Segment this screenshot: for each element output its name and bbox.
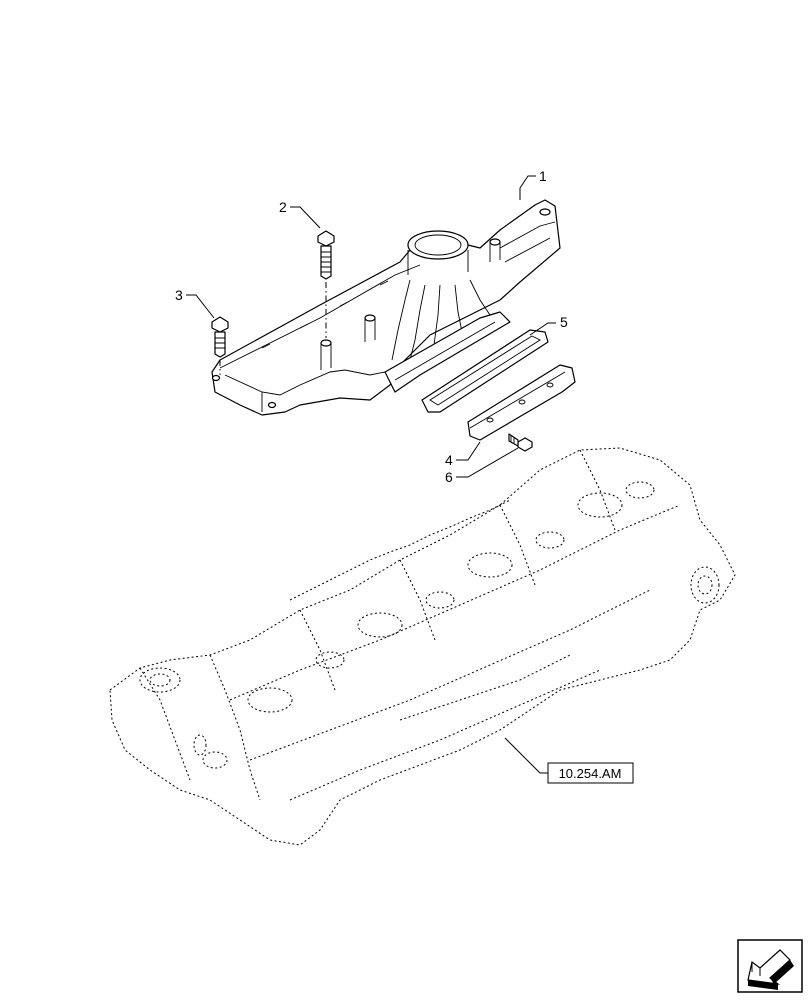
callout-4: 4 [445,452,453,468]
gasket [421,329,549,413]
next-page-arrow-icon[interactable] [737,939,803,993]
intake-manifold [211,199,561,416]
cylinder-head-reference-outline [109,447,736,846]
callout-2: 2 [279,199,287,215]
reference-label: 10.254.AM [559,766,622,781]
callout-5: 5 [560,314,568,330]
callout-6: 6 [445,469,453,485]
callout-leaders [186,175,556,774]
callout-3: 3 [175,287,183,303]
bolt-long [317,230,335,338]
bolt-small [508,433,533,452]
reference-box[interactable]: 10.254.AM [547,762,634,784]
callout-1: 1 [539,168,547,184]
bolt-short [211,316,229,375]
spacer-plate [467,364,576,441]
callout-labels: 1 2 3 4 5 6 [175,168,568,485]
